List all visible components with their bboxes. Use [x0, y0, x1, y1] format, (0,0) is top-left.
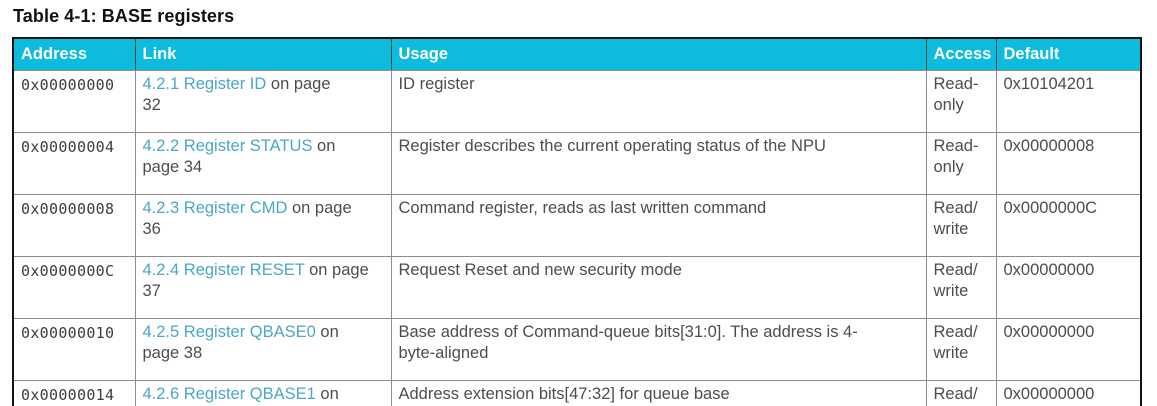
- usage-cell: ID register: [391, 70, 927, 133]
- table-row: 0x00000010 4.2.5 Register QBASE0 on page…: [13, 318, 1141, 381]
- register-link[interactable]: 4.2.2 Register STATUS: [142, 137, 313, 155]
- link-cell: 4.2.4 Register RESET on page 37: [135, 256, 392, 319]
- link-cell: 4.2.6 Register QBASE1 on page 38: [135, 380, 392, 406]
- column-header-address: Address: [13, 38, 136, 71]
- register-link[interactable]: 4.2.3 Register CMD: [142, 199, 288, 217]
- default-cell: 0x00000000: [996, 256, 1141, 319]
- access-cell: Read/ write: [926, 380, 997, 406]
- address-cell: 0x00000014: [13, 380, 136, 406]
- table-caption: Table 4-1: BASE registers: [13, 6, 235, 26]
- usage-cell: Request Reset and new security mode: [391, 256, 927, 319]
- access-cell: Read- only: [926, 132, 997, 195]
- register-link[interactable]: 4.2.5 Register QBASE0: [142, 323, 316, 341]
- table-row: 0x00000008 4.2.3 Register CMD on page 36…: [13, 194, 1141, 257]
- link-cell: 4.2.2 Register STATUS on page 34: [135, 132, 392, 195]
- table-row: 0x00000014 4.2.6 Register QBASE1 on page…: [13, 380, 1141, 406]
- usage-cell: Base address of Command-queue bits[31:0]…: [391, 318, 927, 381]
- base-registers-table: Address Link Usage Access Default 0x0000…: [12, 37, 1142, 406]
- access-cell: Read/ write: [926, 318, 997, 381]
- table-header: Address Link Usage Access Default: [13, 38, 1141, 71]
- header-row: Address Link Usage Access Default: [13, 38, 1141, 71]
- link-suffix: on page 37: [142, 261, 369, 301]
- link-cell: 4.2.1 Register ID on page 32: [135, 70, 392, 133]
- register-link[interactable]: 4.2.1 Register ID: [142, 75, 267, 93]
- column-header-access: Access: [926, 38, 997, 71]
- address-cell: 0x00000004: [13, 132, 136, 195]
- address-cell: 0x0000000C: [13, 256, 136, 319]
- register-link[interactable]: 4.2.6 Register QBASE1: [142, 385, 316, 403]
- address-cell: 0x00000000: [13, 70, 136, 133]
- table-row: 0x00000000 4.2.1 Register ID on page 32 …: [13, 70, 1141, 133]
- default-cell: 0x00000008: [996, 132, 1141, 195]
- usage-cell: Address extension bits[47:32] for queue …: [391, 380, 927, 406]
- column-header-link: Link: [135, 38, 392, 71]
- access-cell: Read- only: [926, 70, 997, 133]
- access-cell: Read/ write: [926, 256, 997, 319]
- link-suffix: on page 34: [142, 137, 336, 177]
- link-cell: 4.2.3 Register CMD on page 36: [135, 194, 392, 257]
- usage-cell: Command register, reads as last written …: [391, 194, 927, 257]
- default-cell: 0x10104201: [996, 70, 1141, 133]
- default-cell: 0x00000000: [996, 318, 1141, 381]
- default-cell: 0x00000000: [1003, 385, 1095, 403]
- link-suffix: on page 36: [142, 199, 352, 239]
- access-cell: Read/ write: [926, 194, 997, 257]
- usage-cell: Register describes the current operating…: [391, 132, 927, 195]
- address-cell: 0x00000008: [13, 194, 136, 257]
- default-cell: 0x0000000C: [996, 194, 1141, 257]
- table-row: 0x0000000C 4.2.4 Register RESET on page …: [13, 256, 1141, 319]
- link-suffix: on page 38: [142, 323, 339, 363]
- address-cell: 0x00000010: [13, 318, 136, 381]
- link-cell: 4.2.5 Register QBASE0 on page 38: [135, 318, 392, 381]
- column-header-usage: Usage: [391, 38, 927, 71]
- link-suffix: on page 38: [320, 385, 339, 403]
- table-row: 0x00000004 4.2.2 Register STATUS on page…: [13, 132, 1141, 195]
- link-suffix: on page 32: [142, 75, 331, 115]
- column-header-default: Default: [996, 38, 1141, 71]
- register-link[interactable]: 4.2.4 Register RESET: [142, 261, 305, 279]
